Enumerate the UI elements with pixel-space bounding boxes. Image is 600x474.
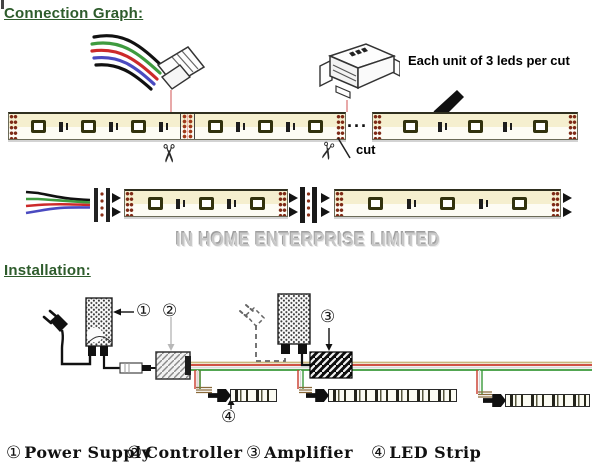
legend-item-controller: ② Controller <box>127 443 243 463</box>
cut-line-guide <box>170 90 172 112</box>
legend-label: LED Strip <box>389 443 482 462</box>
continue-arrows-icon <box>563 193 572 217</box>
wire-bundle-icon <box>25 190 91 215</box>
installation-title: Installation: <box>4 262 91 279</box>
watermark: IN HOME ENTERPRISE LIMITED <box>176 229 441 251</box>
cut-leader-line <box>337 137 351 159</box>
led-strip-segment <box>334 189 561 217</box>
legend-item-amplifier: ③ Amplifier <box>246 443 353 463</box>
cut-point-pads <box>180 114 196 139</box>
led-chip <box>30 120 46 133</box>
led-strip-segment <box>372 112 578 140</box>
bus-wires <box>191 361 592 371</box>
led-chip <box>512 197 527 210</box>
callout-3: ③ <box>320 307 336 327</box>
callout-arrow-1 <box>113 308 134 316</box>
callout-arrow-2 <box>167 317 175 351</box>
scissors-icon: ✂ <box>153 143 183 164</box>
dc-wire <box>102 356 120 370</box>
led-strip-run <box>306 389 457 402</box>
led-chip <box>258 120 274 133</box>
led-chip <box>402 120 418 133</box>
cut-label: cut <box>356 142 376 157</box>
led-chip <box>198 197 214 210</box>
led-chip <box>208 120 224 133</box>
legend-item-power-supply: ① Power Supply <box>6 443 151 463</box>
power-supply-box <box>277 293 311 354</box>
led-strip-run <box>483 394 590 407</box>
callout-2: ② <box>162 301 178 321</box>
led-chip <box>467 120 483 133</box>
callout-1: ① <box>136 301 152 321</box>
amplifier-box <box>309 351 353 379</box>
led-chip <box>440 197 455 210</box>
scan-artifact <box>1 0 4 9</box>
continuation-ellipsis: ... <box>347 111 369 131</box>
controller-box <box>155 351 191 380</box>
led-chip <box>147 197 163 210</box>
dc-wire <box>300 354 310 367</box>
legend-num: ① <box>6 443 22 463</box>
connect-arrows-icon <box>112 193 121 217</box>
legend-label: Amplifier <box>264 443 354 462</box>
led-chip <box>249 197 265 210</box>
connect-arrows-icon <box>321 193 330 217</box>
wire-pigtail-connector-icon <box>90 34 206 91</box>
connect-arrows-icon <box>289 193 298 217</box>
led-strip-segment <box>124 189 288 217</box>
power-supply-box <box>85 297 113 356</box>
led-chip <box>308 120 324 133</box>
led-chip <box>368 197 383 210</box>
drop-wires <box>194 370 492 398</box>
legend-num: ③ <box>246 443 262 463</box>
callout-arrow-3 <box>325 328 333 351</box>
strip-end-connector-icon <box>94 188 110 222</box>
cut-unit-note: Each unit of 3 leds per cut <box>408 53 570 68</box>
led-strip-segment <box>8 112 346 140</box>
legend-item-led-strip: ④ LED Strip <box>371 443 481 463</box>
callout-4: ④ <box>221 407 237 427</box>
legend-num: ② <box>127 443 143 463</box>
led-chip <box>532 120 548 133</box>
led-strip-run <box>208 389 277 402</box>
led-chip <box>80 120 96 133</box>
clip-joint-icon <box>300 187 317 223</box>
legend-num: ④ <box>371 443 387 463</box>
ac-plug-icon <box>42 309 92 366</box>
legend-label: Power Supply <box>24 443 152 462</box>
led-chip <box>130 120 146 133</box>
installation-diagram <box>42 293 592 409</box>
cut-line-guide <box>346 100 348 112</box>
connection-graph-title: Connection Graph: <box>4 5 144 22</box>
legend-label: Controller <box>145 443 243 462</box>
inline-plug-icon <box>119 362 156 374</box>
ac-plug-optional-icon <box>239 304 286 362</box>
clip-connector-icon <box>319 43 400 99</box>
